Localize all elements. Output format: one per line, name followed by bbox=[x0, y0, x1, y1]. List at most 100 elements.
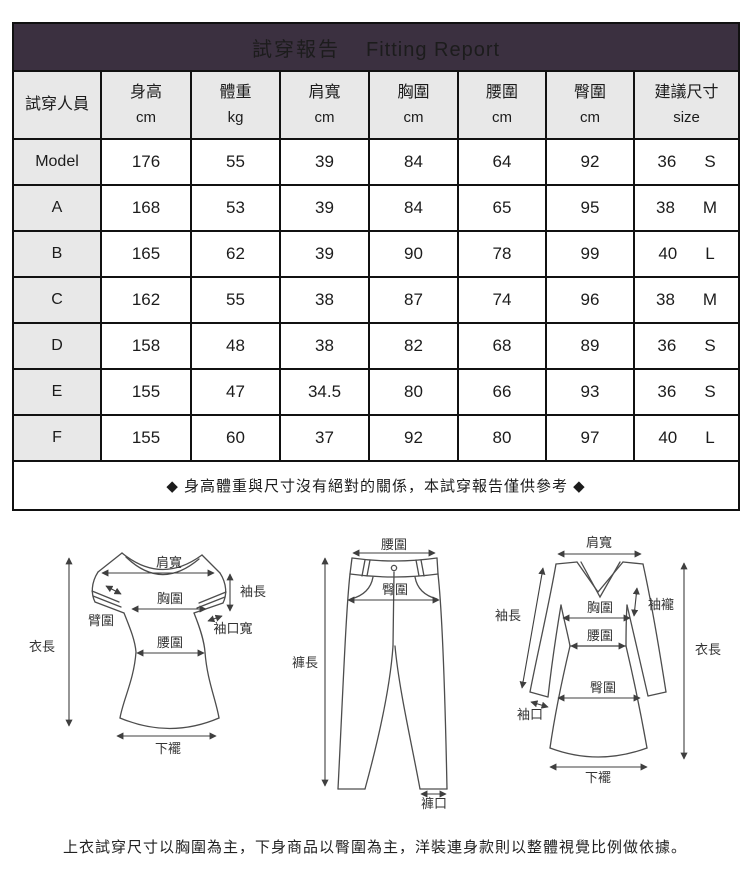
weight-cell: 47 bbox=[190, 368, 281, 416]
label-leg-opening: 褲口 bbox=[421, 796, 447, 811]
tshirt-diagram: 衣長 肩寬 袖長 胸圍 臂圍 袖口寬 腰圍 下襬 bbox=[29, 552, 266, 756]
waist-cell: 74 bbox=[457, 276, 547, 324]
col-header-person: 試穿人員 bbox=[12, 70, 102, 140]
bust-cell: 84 bbox=[368, 138, 459, 186]
bust-cell: 82 bbox=[368, 322, 459, 370]
weight-cell: 62 bbox=[190, 230, 281, 278]
label-dress-length: 衣長 bbox=[695, 642, 721, 657]
bust-cell: 80 bbox=[368, 368, 459, 416]
label-dress-shoulder: 肩寬 bbox=[586, 535, 612, 550]
waist-cell: 66 bbox=[457, 368, 547, 416]
person-cell: B bbox=[12, 230, 102, 278]
label-pants-length: 褲長 bbox=[292, 655, 318, 670]
pants-button bbox=[390, 564, 398, 572]
waist-cell: 64 bbox=[457, 138, 547, 186]
dress-outline bbox=[529, 561, 667, 758]
label-dress-bust: 胸圍 bbox=[587, 600, 613, 615]
shoulder-cell: 39 bbox=[279, 184, 370, 232]
shoulder-cell: 37 bbox=[279, 414, 370, 462]
dress-diagram: 肩寬 袖長 袖襱 胸圍 腰圍 臀圍 袖口 衣長 下襬 bbox=[495, 535, 721, 785]
label-waist: 腰圍 bbox=[157, 635, 183, 650]
waist-cell: 65 bbox=[457, 184, 547, 232]
tshirt-outline bbox=[91, 552, 227, 730]
label-dress-armhole: 袖襱 bbox=[648, 597, 674, 612]
shoulder-cell: 39 bbox=[279, 230, 370, 278]
bust-cell: 92 bbox=[368, 414, 459, 462]
bust-cell: 87 bbox=[368, 276, 459, 324]
label-dress-hip: 臀圍 bbox=[590, 680, 616, 695]
label-hem: 下襬 bbox=[155, 741, 181, 756]
shoulder-cell: 38 bbox=[279, 276, 370, 324]
waist-cell: 78 bbox=[457, 230, 547, 278]
label-pants-waist: 腰圍 bbox=[381, 537, 407, 552]
hip-cell: 97 bbox=[545, 414, 635, 462]
hip-cell: 95 bbox=[545, 184, 635, 232]
pants-diagram: 腰圍 臀圍 褲長 褲口 bbox=[292, 537, 448, 811]
bust-cell: 84 bbox=[368, 184, 459, 232]
report-title-zh: 試穿報告 bbox=[252, 38, 340, 61]
hip-cell: 96 bbox=[545, 276, 635, 324]
tshirt-measure-arrows bbox=[65, 557, 234, 740]
person-cell: C bbox=[12, 276, 102, 324]
label-pants-hip: 臀圍 bbox=[382, 582, 408, 597]
label-shoulder-width: 肩寬 bbox=[156, 555, 182, 570]
label-dress-cuff: 袖口 bbox=[517, 707, 543, 722]
footer-note: 上衣試穿尺寸以胸圍為主，下身商品以臀圍為主，洋裝連身款則以整體視覺比例做依據。 bbox=[62, 839, 687, 856]
weight-cell: 60 bbox=[190, 414, 281, 462]
table-note: ◆ 身高體重與尺寸沒有絕對的關係，本試穿報告僅供參考 ◆ bbox=[11, 460, 741, 511]
hip-cell: 89 bbox=[545, 322, 635, 370]
height-cell: 168 bbox=[100, 184, 192, 232]
person-cell: Model bbox=[12, 138, 102, 186]
report-title-bar: 試穿報告 Fitting Report bbox=[11, 22, 741, 72]
hip-cell: 99 bbox=[545, 230, 635, 278]
person-cell: D bbox=[12, 322, 102, 370]
label-bust: 胸圍 bbox=[157, 591, 183, 606]
pants-outline bbox=[337, 557, 448, 790]
person-cell: A bbox=[12, 184, 102, 232]
label-arm: 臂圍 bbox=[88, 613, 114, 628]
shoulder-cell: 38 bbox=[279, 322, 370, 370]
shoulder-cell: 34.5 bbox=[279, 368, 370, 416]
report-title-en: Fitting Report bbox=[366, 38, 501, 61]
height-cell: 165 bbox=[100, 230, 192, 278]
hip-cell: 92 bbox=[545, 138, 635, 186]
hip-cell: 93 bbox=[545, 368, 635, 416]
bust-cell: 90 bbox=[368, 230, 459, 278]
label-cuff-width: 袖口寬 bbox=[213, 621, 252, 636]
label-dress-hem: 下襬 bbox=[585, 770, 611, 785]
pants-measure-arrows bbox=[321, 549, 447, 798]
person-cell: F bbox=[12, 414, 102, 462]
label-sleeve-length: 袖長 bbox=[240, 584, 266, 599]
label-dress-sleeve-length: 袖長 bbox=[495, 608, 521, 623]
height-cell: 155 bbox=[100, 414, 192, 462]
weight-cell: 55 bbox=[190, 138, 281, 186]
weight-cell: 53 bbox=[190, 184, 281, 232]
person-cell: E bbox=[12, 368, 102, 416]
label-dress-waist: 腰圍 bbox=[587, 628, 613, 643]
height-cell: 176 bbox=[100, 138, 192, 186]
waist-cell: 68 bbox=[457, 322, 547, 370]
height-cell: 155 bbox=[100, 368, 192, 416]
label-garment-length: 衣長 bbox=[29, 639, 55, 654]
shoulder-cell: 39 bbox=[279, 138, 370, 186]
